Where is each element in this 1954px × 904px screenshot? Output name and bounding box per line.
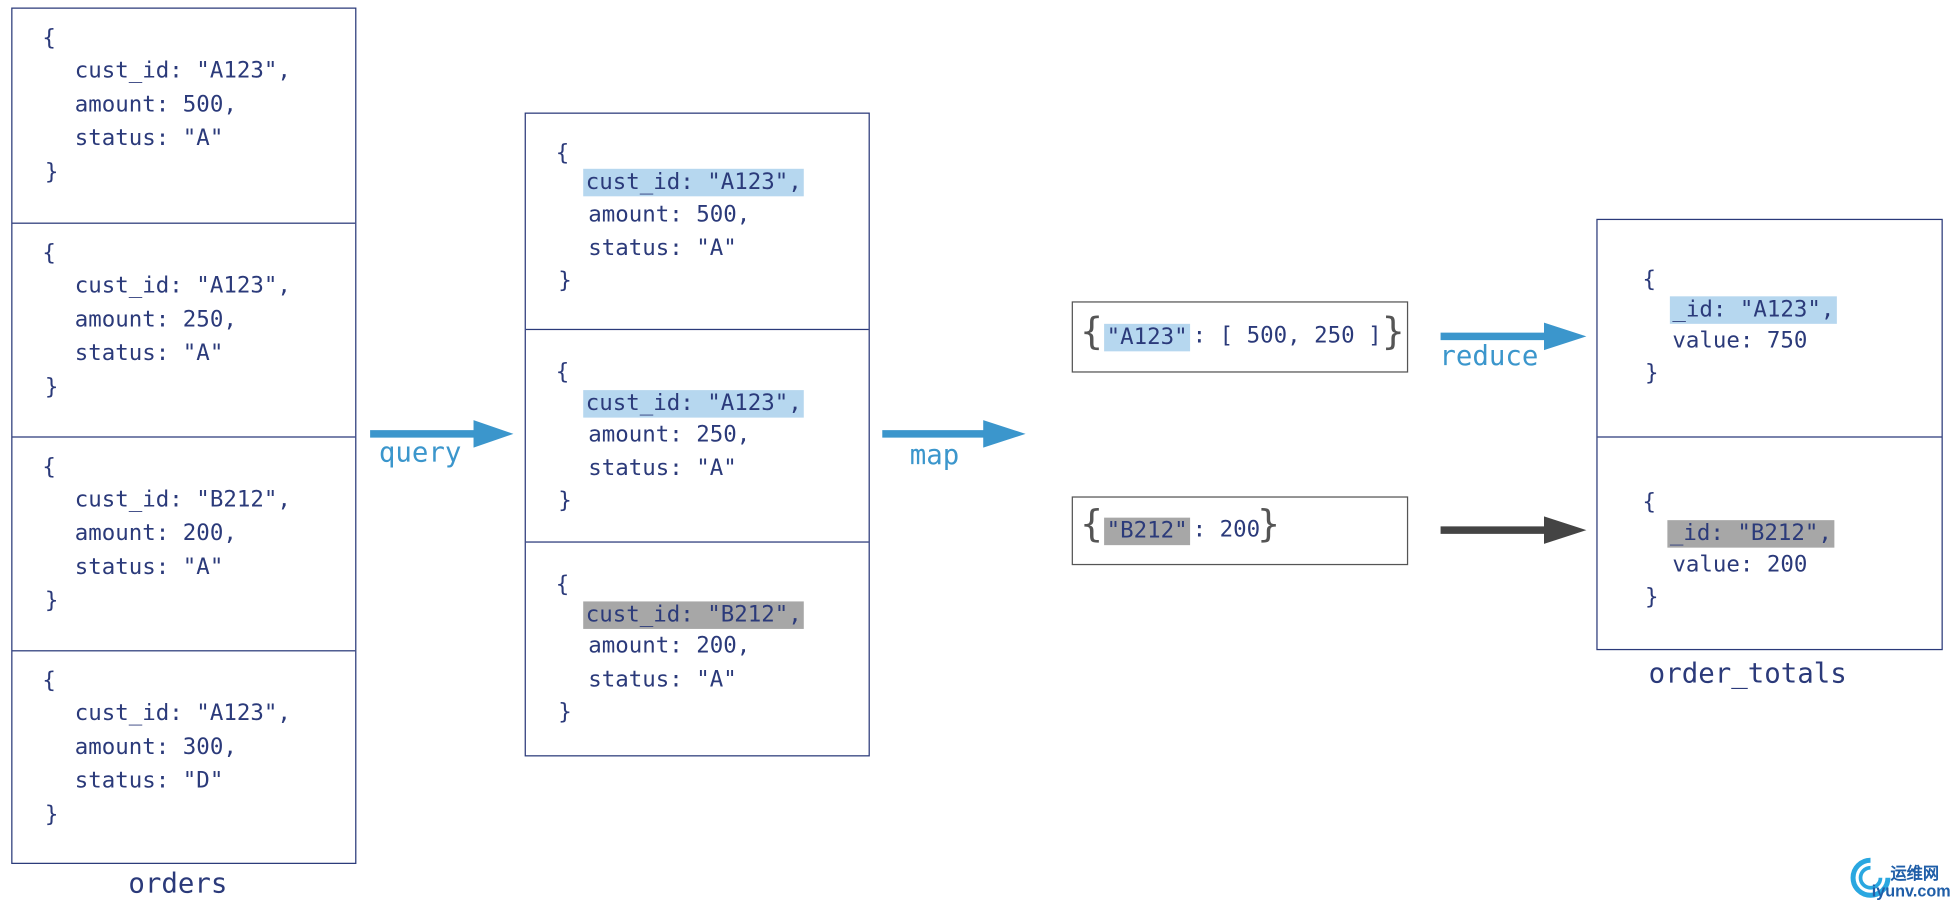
brace-close: } xyxy=(558,267,572,294)
total-doc-b212: { _id: "B212", value: 200 } xyxy=(1597,436,1942,650)
field-cust-id-highlighted: cust_id: "B212", xyxy=(583,601,805,629)
field-status: status: "A" xyxy=(588,455,737,482)
brace-open: { xyxy=(1080,310,1103,354)
brace-open: { xyxy=(42,667,56,694)
reduce-arrow xyxy=(1440,322,1587,351)
orders-doc-1: { cust_id: "A123", amount: 500, status: … xyxy=(12,9,355,223)
watermark-logo-cn: 运维网 xyxy=(1890,863,1940,883)
brace-open: { xyxy=(42,240,56,267)
brace-close: } xyxy=(558,487,572,514)
field-value: value: 750 xyxy=(1672,327,1808,354)
total-doc-a123: { _id: "A123", value: 750 } xyxy=(1598,220,1942,436)
brace-close: } xyxy=(44,373,59,401)
pair-values: : [ 500, 250 ] xyxy=(1192,322,1382,349)
field-id-highlighted: _id: "A123", xyxy=(1669,296,1837,324)
field-amount: amount: 200, xyxy=(74,520,237,547)
brace-close: } xyxy=(44,801,59,828)
orders-collection: { cust_id: "A123", amount: 500, status: … xyxy=(11,7,357,864)
field-cust-id-highlighted: cust_id: "A123", xyxy=(583,390,805,418)
field-status: status: "A" xyxy=(74,125,224,152)
field-status: status: "A" xyxy=(74,340,224,367)
field-amount: amount: 300, xyxy=(74,733,237,761)
result-doc-1: { cust_id: "A123", amount: 500, status: … xyxy=(526,114,869,329)
order-totals-label: order_totals xyxy=(1648,658,1847,691)
reduce-label: reduce xyxy=(1439,341,1539,373)
brace-close: } xyxy=(44,587,59,614)
brace-close: } xyxy=(558,698,572,726)
orders-label: orders xyxy=(128,868,228,901)
result-doc-3: { cust_id: "B212", amount: 200, status: … xyxy=(525,541,869,755)
query-arrow xyxy=(370,420,514,448)
field-amount: amount: 200, xyxy=(588,632,751,659)
field-amount: amount: 500, xyxy=(74,91,237,118)
brace-close: } xyxy=(1644,583,1659,611)
brace-open: { xyxy=(42,453,56,481)
orders-doc-2: { cust_id: "A123", amount: 250, status: … xyxy=(12,222,356,437)
brace-close: } xyxy=(1257,502,1280,547)
field-status: status: "A" xyxy=(588,235,737,262)
watermark-logo-en: iyunv.com xyxy=(1871,881,1951,901)
field-value: value: 200 xyxy=(1672,551,1808,578)
orders-doc-4: { cust_id: "A123", amount: 300, status: … xyxy=(12,650,356,864)
query-results: { cust_id: "A123", amount: 500, status: … xyxy=(524,112,870,757)
orders-doc-3: { cust_id: "B212", amount: 200, status: … xyxy=(12,436,356,650)
intermediate-pair-a123: { "A123" : [ 500, 250 ] } xyxy=(1071,301,1409,373)
brace-open: { xyxy=(42,25,56,52)
field-id-highlighted: _id: "B212", xyxy=(1667,520,1835,548)
field-amount: amount: 250, xyxy=(588,421,751,448)
pair-values: : 200 xyxy=(1192,516,1261,543)
result-doc-2: { cust_id: "A123", amount: 250, status: … xyxy=(525,328,869,542)
brace-open: { xyxy=(555,140,570,167)
map-arrow xyxy=(882,420,1026,448)
field-amount: amount: 500, xyxy=(588,201,751,228)
passthrough-arrow xyxy=(1440,516,1587,544)
intermediate-pair-b212: { "B212" : 200 } xyxy=(1071,496,1409,566)
pair-key-highlighted: "B212" xyxy=(1104,517,1191,546)
map-label: map xyxy=(909,440,960,472)
field-amount: amount: 250, xyxy=(74,306,237,333)
watermark-logo-icon xyxy=(1850,857,1891,898)
brace-open: { xyxy=(1080,502,1103,547)
field-cust-id: cust_id: "A123", xyxy=(74,57,291,84)
pair-key-highlighted: "A123" xyxy=(1104,323,1191,352)
brace-open: { xyxy=(1642,266,1656,293)
field-cust-id: cust_id: "B212", xyxy=(74,486,291,513)
brace-open: { xyxy=(555,571,570,598)
brace-close: } xyxy=(44,158,59,186)
order-totals-collection: { _id: "A123", value: 750 } { _id: "B212… xyxy=(1596,218,1943,651)
field-status: status: "A" xyxy=(588,666,737,693)
query-label: query xyxy=(378,437,462,469)
field-status: status: "A" xyxy=(74,553,224,581)
brace-close: } xyxy=(1644,360,1659,387)
brace-open: { xyxy=(555,358,570,386)
field-cust-id-highlighted: cust_id: "A123", xyxy=(583,168,805,197)
field-cust-id: cust_id: "A123", xyxy=(74,272,291,299)
brace-close: } xyxy=(1382,310,1405,354)
field-status: status: "D" xyxy=(74,767,224,794)
field-cust-id: cust_id: "A123", xyxy=(74,700,291,727)
brace-open: { xyxy=(1642,488,1656,516)
